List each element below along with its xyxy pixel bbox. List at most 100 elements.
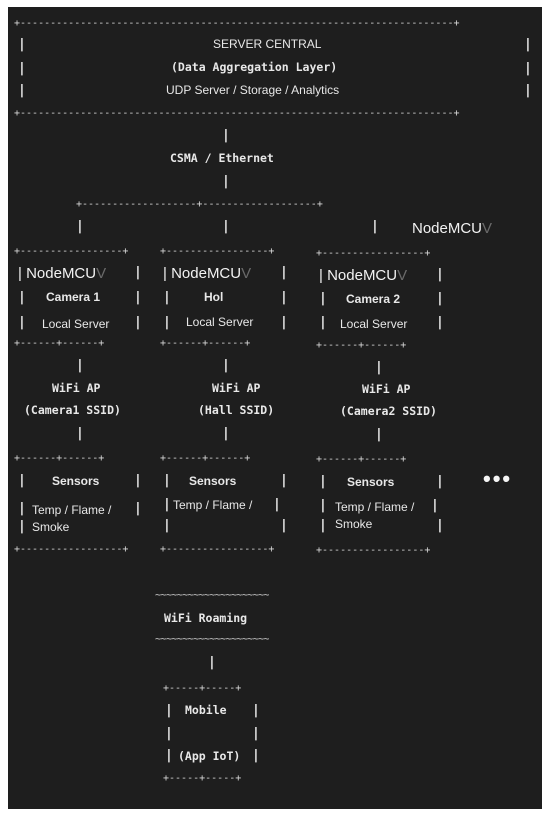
node3-ap-label: WiFi AP bbox=[362, 382, 411, 396]
node1-sensors-top-border: +------+------+ bbox=[14, 453, 105, 464]
node1-sensors-line2: Smoke bbox=[32, 520, 70, 534]
mobile-box-right-edge-2: | bbox=[252, 726, 260, 741]
node1-sensors-title: Sensors bbox=[52, 474, 100, 488]
node3-sensors-right-edge-3: | bbox=[436, 518, 444, 533]
node2-ap-label: WiFi AP bbox=[212, 381, 261, 395]
uplink-connector-bottom: | bbox=[222, 174, 230, 189]
node2-box-bottom-border: +------+------+ bbox=[160, 338, 251, 349]
branch-drop-2: | bbox=[222, 219, 230, 234]
node3-name: Camera 2 bbox=[346, 292, 401, 306]
mobile-box-left-edge-3: | bbox=[165, 748, 173, 763]
mobile-subtitle: (App IoT) bbox=[178, 749, 241, 763]
node2-sensors-left-edge-3: | bbox=[163, 518, 171, 533]
node2-sensors-left-edge-2: | bbox=[163, 497, 171, 512]
node3-ssid-label: (Camera2 SSID) bbox=[340, 404, 437, 418]
diagram-canvas: +---------------------------------------… bbox=[8, 7, 542, 809]
node1-ssid-label: (Camera1 SSID) bbox=[24, 403, 121, 417]
node3-sensors-line2: Smoke bbox=[335, 517, 373, 531]
node2-box-right-edge-1: | bbox=[280, 265, 288, 280]
node1-nodemcu-label: | NodeMCUV bbox=[18, 265, 107, 282]
node1-box-right-edge-1: | bbox=[134, 265, 142, 280]
node2-sensors-right-edge-1: | bbox=[280, 473, 288, 488]
mobile-box-left-edge-1: | bbox=[165, 703, 173, 718]
node3-role: Local Server bbox=[340, 317, 408, 331]
node2-box-left-edge-3: | bbox=[163, 315, 171, 330]
server-box-left-edge-3: | bbox=[18, 83, 26, 98]
node3-sensors-left-edge-3: | bbox=[319, 518, 327, 533]
node1-sensors-left-edge-2: | bbox=[18, 501, 26, 516]
mobile-box-bottom-border: +-----+-----+ bbox=[163, 773, 242, 784]
link-label: CSMA / Ethernet bbox=[170, 151, 274, 165]
node1-box-right-edge-3: | bbox=[134, 315, 142, 330]
node3-nodemcu-label: | NodeMCUV bbox=[319, 267, 408, 284]
node1-sensors-line1: Temp / Flame / bbox=[32, 503, 112, 517]
node3-sensors-right-edge-1: | bbox=[436, 474, 444, 489]
more-nodes-ellipsis: ••• bbox=[483, 466, 513, 491]
node2-sensors-right-edge-3: | bbox=[280, 518, 288, 533]
server-box-left-edge-2: | bbox=[18, 61, 26, 76]
node3-box-top-border: +-----------------+ bbox=[316, 248, 431, 259]
node3-ap-connector-bottom: | bbox=[375, 427, 383, 442]
node3-sensors-bottom-border: +-----------------+ bbox=[316, 545, 431, 556]
node1-box-right-edge-2: | bbox=[134, 290, 142, 305]
node1-box-left-edge-3: | bbox=[18, 315, 26, 330]
node2-ap-connector-top: | bbox=[222, 358, 230, 373]
node2-sensors-bottom-border: +-----------------+ bbox=[160, 544, 275, 555]
mobile-box-right-edge-3: | bbox=[252, 748, 260, 763]
node3-sensors-left-edge-1: | bbox=[319, 474, 327, 489]
roaming-connector: | bbox=[208, 655, 216, 670]
node1-sensors-left-edge-1: | bbox=[18, 473, 26, 488]
server-box-right-edge-3: | bbox=[524, 83, 532, 98]
node3-ap-connector-top: | bbox=[375, 360, 383, 375]
node2-nodemcu-label: | NodeMCUV bbox=[163, 265, 252, 282]
node3-box-left-edge-2: | bbox=[319, 291, 327, 306]
branch-drop-1: | bbox=[76, 219, 84, 234]
node2-ssid-label: (Hall SSID) bbox=[198, 403, 275, 417]
node2-ap-connector-bottom: | bbox=[222, 426, 230, 441]
node3-sensors-line1: Temp / Flame / bbox=[335, 500, 415, 514]
node3-sensors-top-border: +------+------+ bbox=[316, 454, 407, 465]
node1-ap-connector-top: | bbox=[76, 358, 84, 373]
node2-box-right-edge-3: | bbox=[280, 315, 288, 330]
server-services: UDP Server / Storage / Analytics bbox=[166, 83, 340, 97]
node3-sensors-left-edge-2: | bbox=[319, 498, 327, 513]
node3-box-left-edge-3: | bbox=[319, 315, 327, 330]
node3-box-right-edge-3: | bbox=[436, 315, 444, 330]
branch-line: +-------------------+-------------------… bbox=[76, 199, 323, 210]
mobile-box-right-edge-1: | bbox=[252, 703, 260, 718]
server-box-bottom-border: +---------------------------------------… bbox=[14, 108, 460, 119]
node1-sensors-left-edge-3: | bbox=[18, 519, 26, 534]
node1-sensors-bottom-border: +-----------------+ bbox=[14, 544, 129, 555]
node3-sensors-right-edge-2: | bbox=[431, 498, 439, 513]
server-title: SERVER CENTRAL bbox=[213, 37, 322, 51]
node2-name: Hol bbox=[204, 290, 224, 304]
node3-box-bottom-border: +------+------+ bbox=[316, 340, 407, 351]
roaming-wave-top: ~~~~~~~~~~~~~~~~~~~~~ bbox=[155, 590, 269, 601]
node1-ap-connector-bottom: | bbox=[76, 426, 84, 441]
node2-sensors-line1: Temp / Flame / bbox=[173, 498, 253, 512]
extra-nodemcu-label: NodeMCUV bbox=[412, 220, 493, 237]
mobile-title: Mobile bbox=[185, 703, 227, 717]
node3-sensors-title: Sensors bbox=[347, 475, 395, 489]
server-box-right-edge-1: | bbox=[524, 37, 532, 52]
node2-box-top-border: +-----------------+ bbox=[160, 246, 275, 257]
node2-sensors-right-edge-2: | bbox=[273, 497, 281, 512]
mobile-box-left-edge-2: | bbox=[165, 726, 173, 741]
node1-box-left-edge-2: | bbox=[18, 290, 26, 305]
node2-sensors-top-border: +------+------+ bbox=[160, 453, 251, 464]
server-box-left-edge-1: | bbox=[18, 37, 26, 52]
node2-role: Local Server bbox=[186, 315, 254, 329]
server-box-top-border: +---------------------------------------… bbox=[14, 18, 460, 29]
roaming-label: WiFi Roaming bbox=[164, 611, 248, 625]
node2-box-left-edge-2: | bbox=[163, 290, 171, 305]
node1-sensors-right-edge-2: | bbox=[134, 501, 142, 516]
server-box-right-edge-2: | bbox=[524, 61, 532, 76]
node3-box-right-edge-2: | bbox=[436, 291, 444, 306]
node1-box-bottom-border: +------+------+ bbox=[14, 338, 105, 349]
node2-box-right-edge-2: | bbox=[280, 290, 288, 305]
node1-sensors-right-edge-1: | bbox=[134, 473, 142, 488]
node2-sensors-title: Sensors bbox=[189, 474, 237, 488]
branch-drop-3: | bbox=[371, 219, 379, 234]
node1-box-top-border: +-----------------+ bbox=[14, 246, 129, 257]
roaming-wave-bottom: ~~~~~~~~~~~~~~~~~~~~~ bbox=[155, 634, 269, 645]
